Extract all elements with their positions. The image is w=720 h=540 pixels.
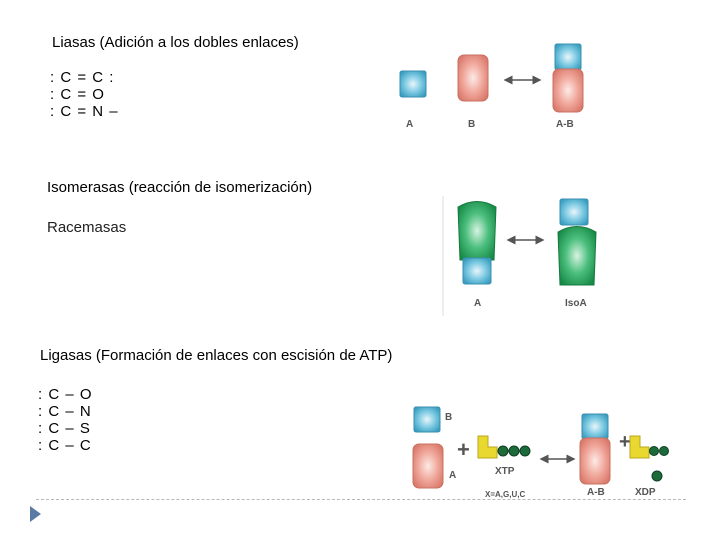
phosphate-circle	[497, 445, 509, 457]
isomer-blue-block	[462, 257, 492, 285]
isoa-blue-block	[559, 198, 589, 226]
liasas-title: Liasas (Adición a los dobles enlaces)	[52, 34, 299, 51]
bond-item: : C = N –	[50, 103, 119, 120]
ab-b-block	[552, 68, 584, 113]
isomer-green-block	[457, 201, 497, 261]
label-xtp-note: X=A,G,U,C	[485, 490, 526, 499]
label-isoa: IsoA	[565, 298, 587, 309]
footer-divider	[36, 499, 686, 500]
isomerasas-subtitle: Racemasas	[47, 219, 127, 236]
bond-item: : C = C :	[50, 69, 115, 86]
bond-item: : C – O	[38, 386, 93, 403]
molecule-b-block	[457, 54, 489, 102]
label-xtp: XTP	[495, 466, 515, 477]
xtp-base-shape	[477, 435, 498, 459]
xdp-base-shape	[629, 435, 650, 459]
phosphate-circle	[508, 445, 520, 457]
isomerasas-title: Isomerasas (reacción de isomerización)	[47, 179, 313, 196]
ligasas-bond-list: : C – O : C – N : C – S : C – C	[38, 386, 93, 454]
bond-item: : C = O	[50, 86, 105, 103]
released-phosphate-circle	[651, 470, 663, 482]
phosphate-circle	[649, 446, 659, 456]
ligase-a-block	[412, 443, 444, 489]
phosphate-circle	[519, 445, 531, 457]
liasas-diagram	[399, 43, 584, 113]
label-ab: A-B	[587, 487, 605, 498]
label-xdp: XDP	[635, 487, 656, 498]
bond-item: : C – C	[38, 437, 92, 454]
product-b-block	[579, 437, 611, 485]
ligasas-title: Ligasas (Formación de enlaces con escisi…	[40, 347, 393, 364]
plus-sign: +	[457, 437, 470, 462]
label-a: A	[474, 298, 482, 309]
label-b: B	[445, 412, 453, 423]
bond-item: : C – N	[38, 403, 92, 420]
label-ab: A-B	[556, 119, 574, 130]
slide-nav-arrow-icon[interactable]	[30, 506, 41, 522]
ligasas-diagram: + +	[412, 406, 669, 489]
label-b: B	[468, 119, 476, 130]
phosphate-circle	[659, 446, 669, 456]
label-a: A	[449, 470, 457, 481]
plus-sign: +	[619, 431, 631, 453]
ligase-b-block	[413, 406, 441, 433]
bond-item: : C – S	[38, 420, 91, 437]
isoa-green-block	[557, 226, 597, 286]
ab-a-block	[554, 43, 582, 71]
label-a: A	[406, 119, 414, 130]
product-a-block	[581, 413, 609, 440]
molecule-a-block	[399, 70, 427, 98]
liasas-bond-list: : C = C : : C = O : C = N –	[50, 69, 119, 120]
isomerasas-diagram	[442, 196, 597, 316]
